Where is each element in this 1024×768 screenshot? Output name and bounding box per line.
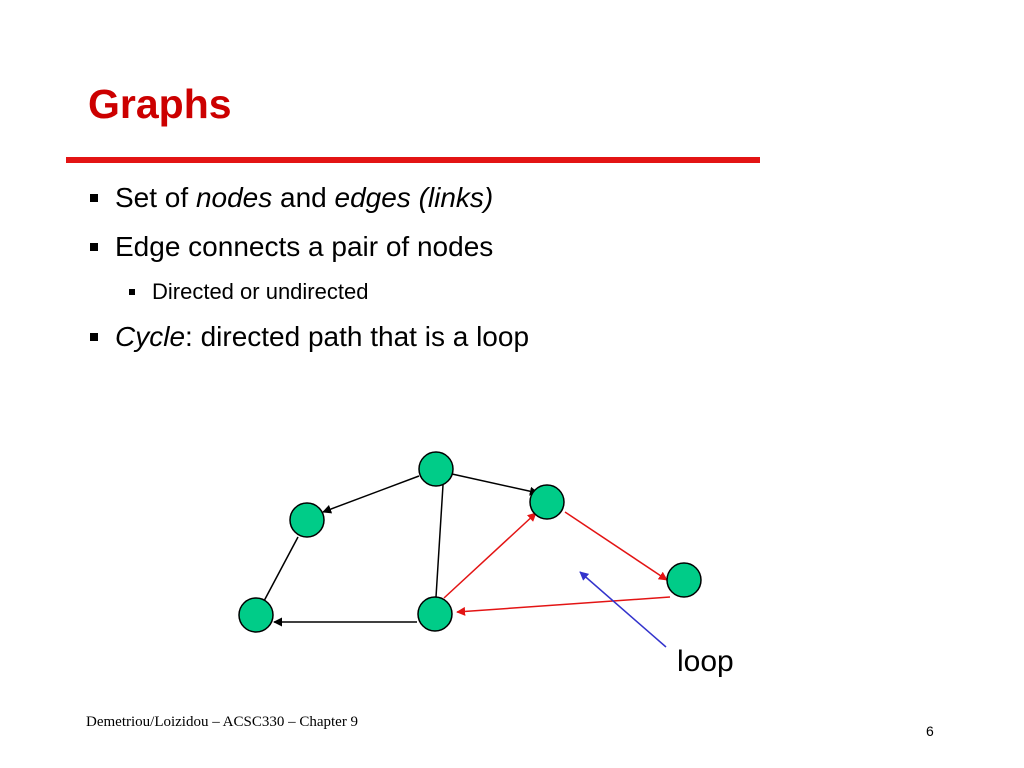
bullet-item: Set of nodes and edges (links) <box>88 178 493 218</box>
bullet-text: Edge connects a pair of nodes <box>115 231 494 262</box>
cycle-edge-farright-to-bottommid <box>456 596 671 616</box>
square-bullet-icon <box>129 289 135 295</box>
node-left <box>289 502 325 538</box>
cycle-edge-bottommid-to-right <box>443 512 537 599</box>
slide-title: Graphs <box>88 81 232 127</box>
edge-top-to-bottommid <box>435 484 444 598</box>
square-bullet-icon <box>90 194 98 202</box>
footer-text: Demetriou/Loizidou – ACSC330 – Chapter 9 <box>86 714 359 730</box>
edge-top-to-left <box>322 475 420 514</box>
sub-bullet-item: Directed or undirected <box>88 277 368 307</box>
bullet-text: Cycle: directed path that is a loop <box>115 321 530 352</box>
node-bottom-left <box>238 597 274 633</box>
bullet-text: Set of nodes and edges (links) <box>115 182 494 213</box>
node-bottom-mid <box>417 596 453 632</box>
page-number: 6 <box>926 723 934 739</box>
node-far-right <box>666 562 702 598</box>
bullet-text: Directed or undirected <box>152 279 369 304</box>
edge-left-to-bottomleft <box>263 536 299 602</box>
node-top <box>418 451 454 487</box>
bullet-item: Edge connects a pair of nodes <box>88 227 493 267</box>
cycle-edge-right-to-farright <box>564 511 668 581</box>
edge-top-to-right <box>451 473 539 496</box>
loop-label: loop <box>677 645 734 678</box>
title-underline <box>66 157 760 163</box>
square-bullet-icon <box>90 243 98 251</box>
square-bullet-icon <box>90 333 98 341</box>
bullet-item: Cycle: directed path that is a loop <box>88 317 529 357</box>
node-right <box>529 484 565 520</box>
loop-pointer-arrow <box>579 571 667 648</box>
